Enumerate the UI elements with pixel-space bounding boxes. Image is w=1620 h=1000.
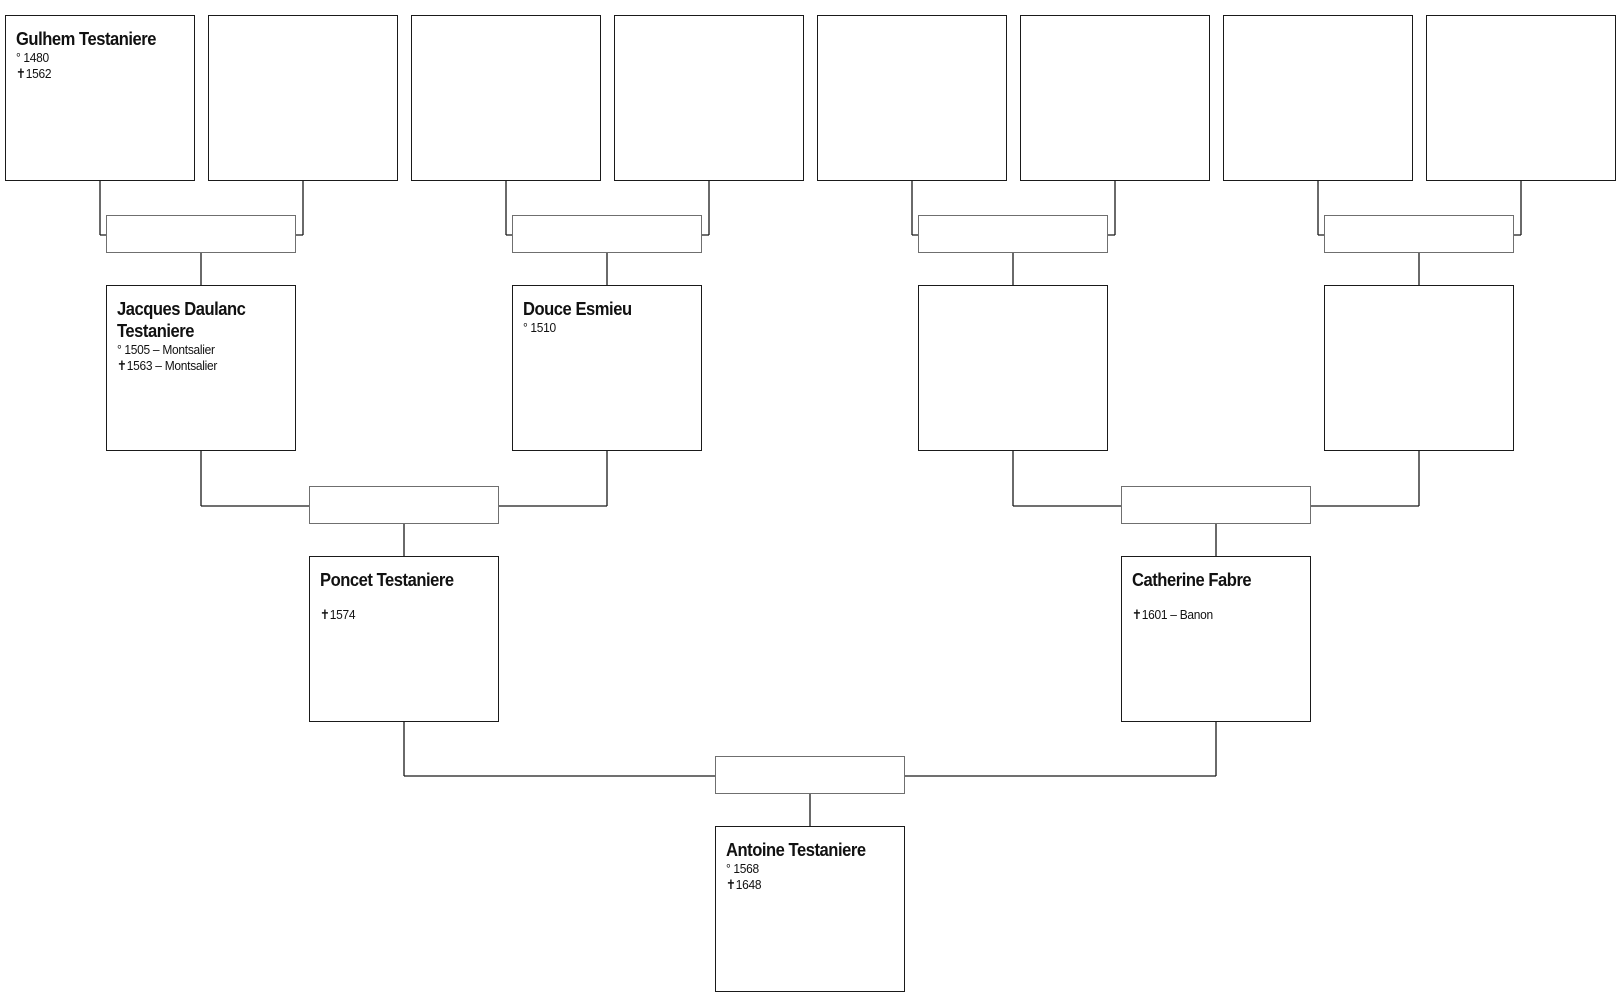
death-fact: ✝1601 – Banon	[1132, 607, 1287, 623]
birth-text: 1568	[733, 861, 759, 876]
marriage-box[interactable]	[715, 756, 905, 794]
birth-fact: °1568	[726, 861, 881, 877]
death-fact: ✝1648	[726, 877, 881, 893]
person-name: Gulhem Testaniere	[16, 29, 157, 49]
person-name: Antoine Testaniere	[726, 840, 866, 860]
fact-spacer	[1132, 591, 1300, 607]
death-cross-icon: ✝	[726, 877, 736, 892]
death-text: 1563 – Montsalier	[126, 358, 218, 373]
death-text: 1574	[329, 607, 356, 622]
person-box[interactable]: Douce Esmieu°1510	[512, 285, 702, 451]
empty-person-box[interactable]	[1223, 15, 1413, 181]
death-text: 1648	[735, 877, 762, 892]
death-text: 1601 – Banon	[1141, 607, 1213, 622]
death-cross-icon: ✝	[1132, 607, 1142, 622]
empty-person-box[interactable]	[1020, 15, 1210, 181]
death-cross-icon: ✝	[16, 66, 26, 81]
person-box[interactable]: Catherine Fabre ✝1601 – Banon	[1121, 556, 1311, 722]
birth-fact: °1480	[16, 50, 171, 66]
empty-person-box[interactable]	[411, 15, 601, 181]
marriage-box[interactable]	[512, 215, 702, 253]
death-cross-icon: ✝	[320, 607, 330, 622]
death-fact: ✝1563 – Montsalier	[117, 358, 272, 374]
birth-text: 1480	[23, 50, 49, 65]
marriage-box[interactable]	[918, 215, 1108, 253]
person-name: Poncet Testaniere	[320, 570, 454, 590]
marriage-box[interactable]	[106, 215, 296, 253]
person-box[interactable]: Poncet Testaniere ✝1574	[309, 556, 499, 722]
empty-person-box[interactable]	[208, 15, 398, 181]
birth-icon: °	[726, 861, 731, 876]
person-box[interactable]: Gulhem Testaniere°1480✝1562	[5, 15, 195, 181]
person-box[interactable]: Antoine Testaniere°1568✝1648	[715, 826, 905, 992]
death-fact: ✝1574	[320, 607, 475, 623]
person-box[interactable]: Jacques Daulanc Testaniere°1505 – Montsa…	[106, 285, 296, 451]
birth-text: 1510	[530, 320, 556, 335]
birth-icon: °	[523, 320, 528, 335]
birth-icon: °	[117, 342, 122, 357]
death-fact: ✝1562	[16, 66, 171, 82]
marriage-box[interactable]	[1121, 486, 1311, 524]
empty-person-box[interactable]	[614, 15, 804, 181]
empty-person-box[interactable]	[817, 15, 1007, 181]
death-text: 1562	[25, 66, 52, 81]
fact-spacer	[320, 591, 488, 607]
person-name: Jacques Daulanc Testaniere	[117, 299, 246, 341]
birth-fact: °1505 – Montsalier	[117, 342, 272, 358]
marriage-box[interactable]	[309, 486, 499, 524]
marriage-box[interactable]	[1324, 215, 1514, 253]
empty-person-box[interactable]	[1324, 285, 1514, 451]
empty-person-box[interactable]	[1426, 15, 1616, 181]
birth-text: 1505 – Montsalier	[124, 342, 215, 357]
death-cross-icon: ✝	[117, 358, 127, 373]
person-name: Douce Esmieu	[523, 299, 632, 319]
birth-icon: °	[16, 50, 21, 65]
birth-fact: °1510	[523, 320, 678, 336]
person-name: Catherine Fabre	[1132, 570, 1252, 590]
empty-person-box[interactable]	[918, 285, 1108, 451]
